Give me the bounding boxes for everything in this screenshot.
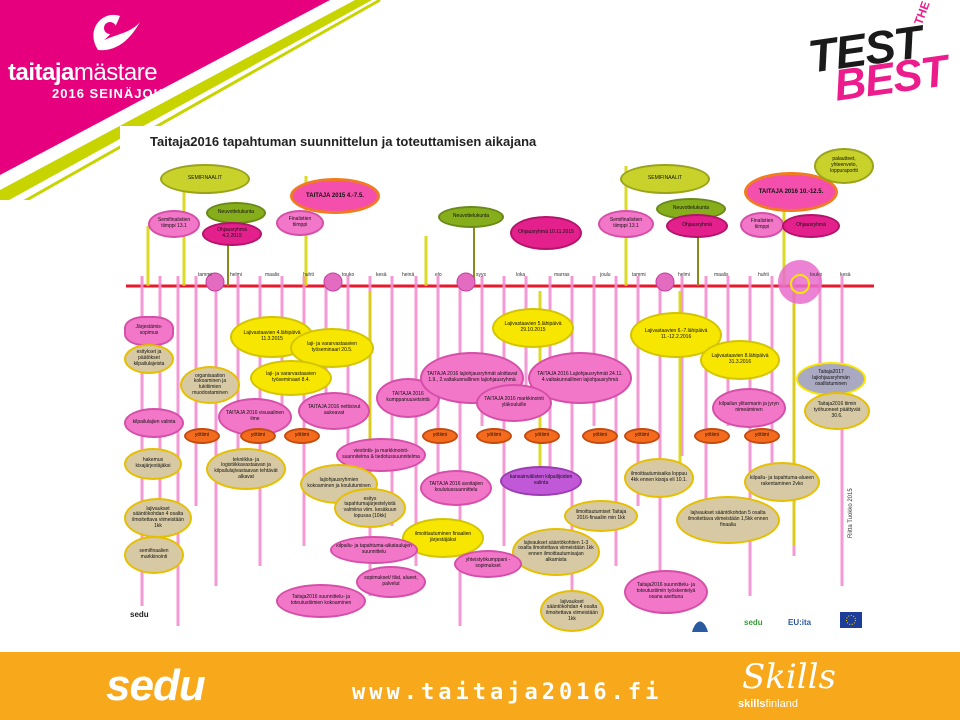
timeline-title: Taitaja2016 tapahtuman suunnittelun ja t… [150, 134, 537, 149]
event-bubble: Taitaja2016 tiimin työhuoneet päättyvät … [804, 392, 870, 430]
event-bubble: Finalistien tiimppi [276, 210, 324, 236]
sedu-right-logo: sedu [744, 618, 763, 627]
event-bubble: Ohjausryhmä [666, 214, 728, 238]
skills-logo: Skills [742, 657, 836, 697]
event-bubble: lajivaukset sääntökohtien 1-3 osalta ilm… [512, 528, 600, 576]
event-bubble: viestintä- ja markkinointi-suunnitelma &… [336, 438, 426, 472]
event-bubble: hakemus kisajärjestäjäksi [124, 448, 182, 480]
event-bubble: TAITAJA 2016 markkinointi yläkouluille [476, 384, 552, 422]
event-bubble: Lajivastaavien 5.lähipäivä 29.10.2015 [492, 308, 574, 348]
event-bubble: yötiimi [694, 428, 730, 444]
event-bubble: Neuvottelukunta [206, 202, 266, 224]
event-bubble: SEMIFINAALIT [160, 164, 250, 194]
month-label: touko [342, 272, 355, 278]
month-label: joulu [600, 272, 611, 278]
euita-logo: EU:ita [788, 618, 812, 627]
event-bubble: lajivaukset sääntökohdan 5 osalta ilmoit… [676, 496, 780, 544]
event-bubble: yötiimi [524, 428, 560, 444]
event-bubble: Taitaja2017 lajiohjausryhmän osallistumi… [796, 362, 866, 396]
event-bubble: Semifinalistien tiimppi 13.1 [598, 210, 654, 238]
event-bubble: organisaation kokoaminen ja tukitiimien … [180, 366, 240, 404]
month-label: elo [435, 272, 442, 278]
event-bubble: Ohjausryhmä [782, 214, 840, 238]
header-decoration [0, 0, 381, 200]
eu-flag-icon [840, 612, 862, 628]
event-bubble: laji- ja vararvastaavien työseminaari 8.… [250, 360, 332, 396]
month-label: kesä [376, 272, 387, 278]
event-bubble: ilmoittautumisaika loppuu 4kk ennen kiso… [624, 458, 694, 498]
brand-name: taitajamästare [8, 59, 158, 86]
event-bubble: Neuvottelukunta [438, 206, 504, 228]
event-bubble: Taitaja2016 suunnittelu- ja toteutustiim… [276, 584, 366, 618]
event-bubble: lajivaukset sääntökohdan 4 osalta ilmoit… [124, 498, 192, 538]
event-bubble: sopimukset/ tilat, alueet, palvelut [356, 566, 426, 598]
footer-bar [0, 652, 960, 720]
event-bubble: ilmoittautumiset Taitaja 2016-finaaliin … [564, 500, 638, 532]
event-bubble: kansainvälisten kilpailijoiden valinta [500, 466, 582, 496]
month-label: tammi [198, 272, 212, 278]
event-bubble: TAITAJA 2015 4.-7.5. [290, 178, 380, 214]
event-bubble: yötiimi [284, 428, 320, 444]
event-bubble: Semifinalistien tiimppi 13.1 [148, 210, 200, 238]
event-bubble: kilpailulajien valinta [124, 408, 184, 438]
skillsfinland-text: skillsfinland [738, 698, 798, 710]
event-bubble: yötiimi [624, 428, 660, 444]
event-bubble: semifinaalien markkinointi [124, 536, 184, 574]
month-label: huhti [758, 272, 769, 278]
event-bubble: tekniikka- ja logistiikkavastaavan ja ki… [206, 448, 286, 490]
event-bubble: SEMIFINAALIT [620, 164, 710, 194]
sedu-small-logo: sedu [130, 610, 149, 619]
event-bubble: palautteet, yhteenveto, loppuraportti [814, 148, 874, 184]
event-bubble: TAITAJA 2016 nettisivut aukeavat [298, 392, 370, 430]
sedu-logo: sedu [106, 661, 206, 710]
month-label: loka [516, 272, 526, 278]
event-bubble: esitys tapahtumajärjestelyistä valmiina … [334, 488, 406, 528]
month-label: kesä [840, 272, 851, 278]
month-label: touko [810, 272, 823, 278]
event-bubble: kilpailu- ja tapahtuma-alueen rakentamin… [744, 462, 820, 502]
ministry-emblem-icon [692, 621, 708, 632]
event-bubble: TAITAJA 2016 avoitajien koulutussuunnitt… [420, 470, 492, 506]
month-label: marras [554, 272, 570, 278]
event-bubble: Ohjausryhmä 4.2.2015 [202, 222, 262, 246]
event-bubble: Lajivastaavien 8.lähipäivä 31.3.2016 [700, 340, 780, 380]
month-label: helmi [678, 272, 690, 278]
website-url: www.taitaja2016.fi [352, 680, 663, 705]
event-bubble: Taitaja2016 suunnittelu- ja toteutustiim… [624, 570, 708, 614]
event-bubble: yötiimi [582, 428, 618, 444]
event-bubble: yötiimi [422, 428, 458, 444]
event-bubble: Ohjausryhmä 10.11.2015 [510, 216, 582, 250]
event-bubble: esitykset ja päätökset kilpailulajeista [124, 344, 174, 374]
event-bubble: yhteistyökumppani -sopimukset [454, 550, 522, 578]
event-bubble: Järjestämis-sopimus [124, 316, 174, 346]
month-label: helmi [230, 272, 242, 278]
event-bubble: yötiimi [744, 428, 780, 444]
event-bubble: Finalistien tiimppi [740, 212, 784, 238]
month-label: tammi [632, 272, 646, 278]
event-bubble: kilpailu- ja tapahtuma-aikataulujen suun… [330, 536, 418, 564]
brand-subtitle: 2016 SEINÄJOKI [52, 86, 169, 101]
month-label: heinä [402, 272, 415, 278]
month-label: huhti [303, 272, 314, 278]
event-bubble: yötiimi [476, 428, 512, 444]
month-label: maalis [714, 272, 729, 278]
month-label: maalis [265, 272, 280, 278]
credit-text: Riitta Tuokko 2015 [848, 488, 854, 538]
event-bubble: kilpailun ylitarmarin ja jyryn nimeämine… [712, 388, 786, 428]
month-label: syys [476, 272, 486, 278]
timeline-diagram: Taitaja2016 tapahtuman suunnittelun ja t… [120, 126, 874, 646]
event-bubble: yötiimi [184, 428, 220, 444]
event-bubble: lajivaukset sääntökohdan 4 osalta ilmoit… [540, 590, 604, 632]
event-bubble: yötiimi [240, 428, 276, 444]
